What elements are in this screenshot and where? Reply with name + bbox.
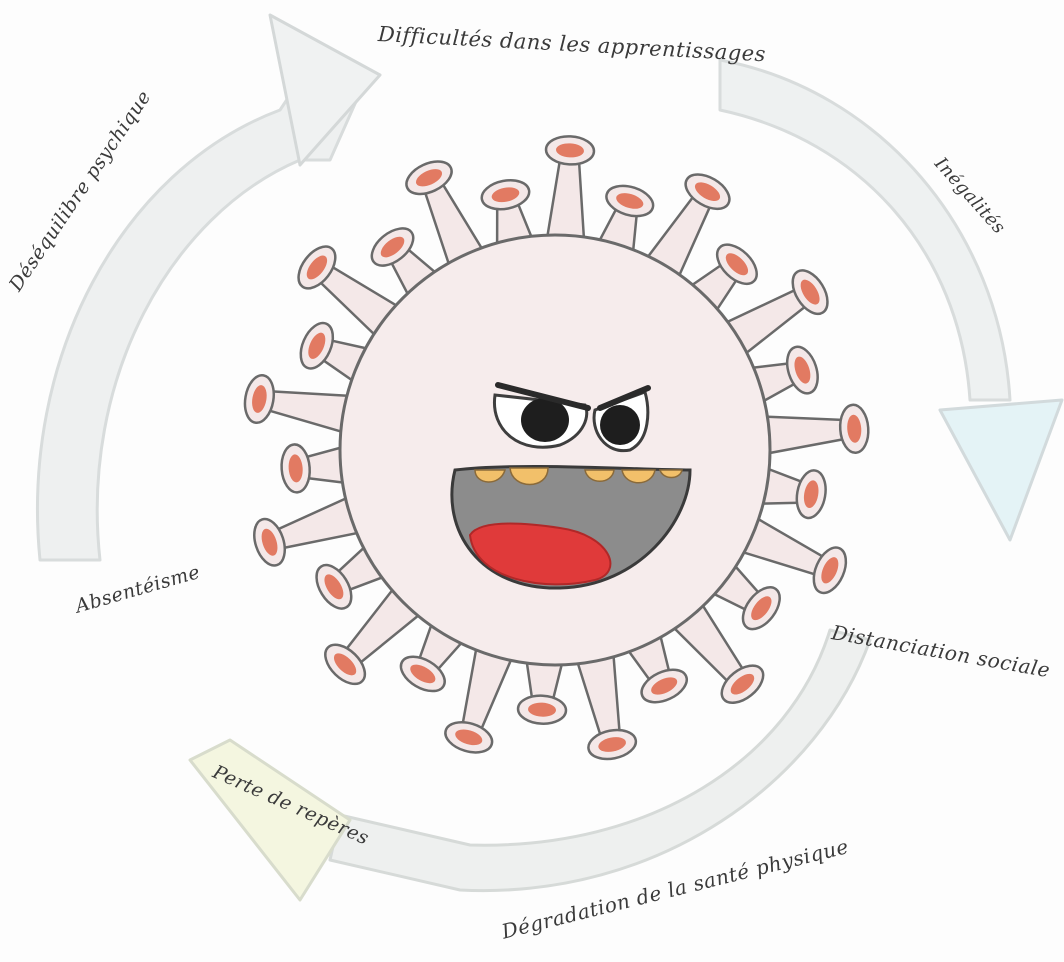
arrow-right	[720, 60, 1010, 400]
right-eye-pupil	[600, 405, 640, 445]
virus-body	[340, 235, 770, 665]
left-eye-pupil	[521, 398, 569, 442]
arrow-head-right	[940, 400, 1062, 540]
